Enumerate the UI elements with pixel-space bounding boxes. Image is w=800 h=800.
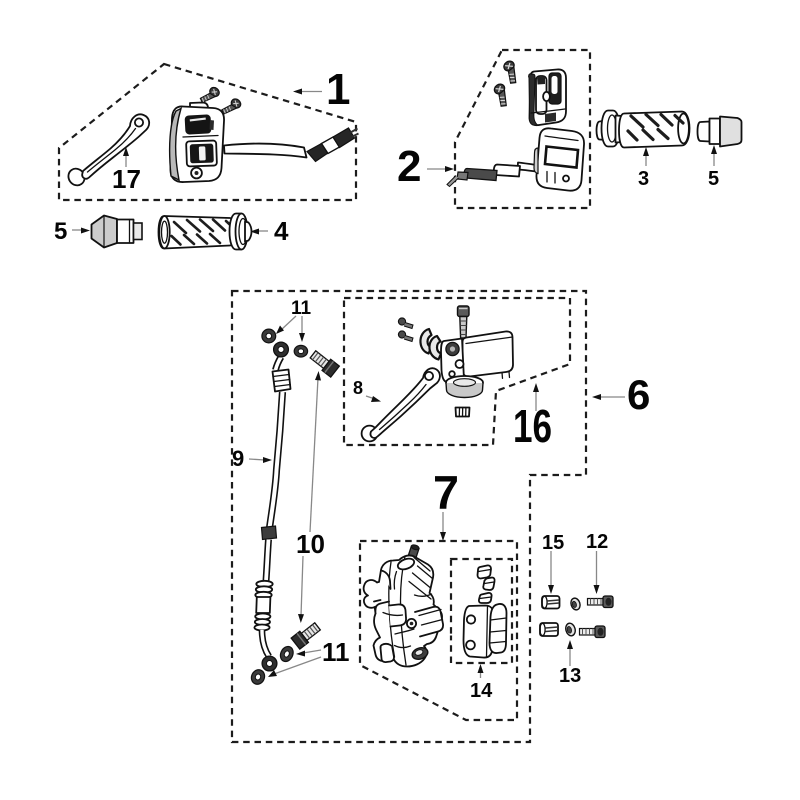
svg-text:6: 6 bbox=[627, 371, 650, 418]
svg-text:2: 2 bbox=[397, 142, 421, 191]
svg-text:9: 9 bbox=[232, 446, 244, 471]
svg-text:17: 17 bbox=[112, 164, 141, 194]
svg-text:8: 8 bbox=[353, 378, 363, 398]
svg-text:16: 16 bbox=[513, 400, 552, 452]
svg-text:4: 4 bbox=[274, 216, 289, 246]
svg-text:5: 5 bbox=[708, 168, 719, 190]
svg-text:11: 11 bbox=[322, 637, 350, 667]
svg-text:14: 14 bbox=[470, 680, 493, 702]
svg-text:12: 12 bbox=[586, 531, 608, 553]
svg-text:10: 10 bbox=[296, 529, 325, 559]
svg-text:1: 1 bbox=[326, 65, 350, 114]
svg-text:15: 15 bbox=[542, 532, 564, 554]
svg-text:7: 7 bbox=[433, 466, 459, 519]
svg-text:11: 11 bbox=[291, 298, 312, 319]
svg-text:3: 3 bbox=[638, 168, 649, 190]
svg-text:13: 13 bbox=[559, 665, 581, 687]
svg-text:5: 5 bbox=[54, 218, 67, 245]
